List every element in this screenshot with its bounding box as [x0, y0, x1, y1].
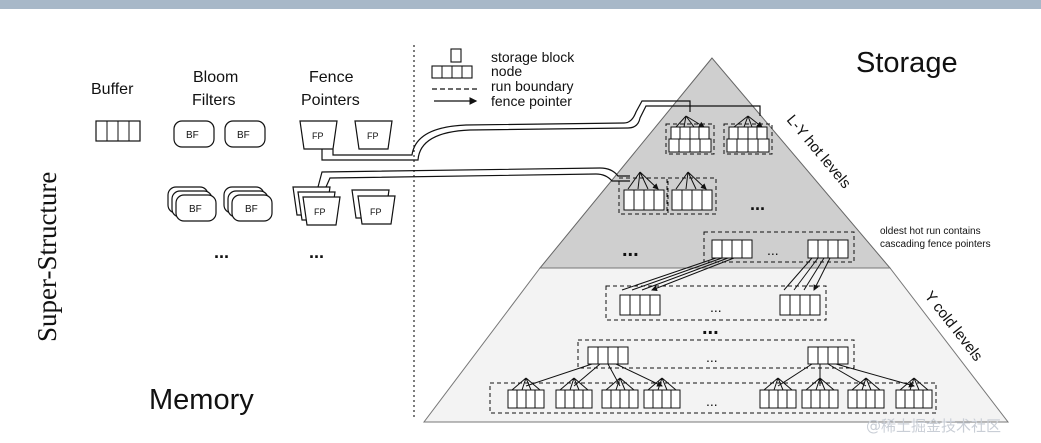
- fence-pointers-label-1: Fence: [309, 69, 354, 86]
- bloom-ellipsis: ...: [214, 242, 229, 262]
- bloom-filter-stack: BF: [167, 186, 217, 222]
- storage-block-row: [668, 138, 712, 153]
- legend-storage-block-symbol: [450, 48, 462, 63]
- cold-level-2: ...: [577, 339, 855, 369]
- run-boundary: [605, 285, 827, 321]
- storage-block-row: [779, 294, 821, 316]
- svg-text:FP: FP: [370, 207, 382, 217]
- super-structure-label: Super-Structure: [32, 172, 62, 342]
- memory-label: Memory: [149, 384, 254, 416]
- node: [807, 346, 849, 365]
- svg-text:...: ...: [622, 239, 639, 261]
- legend-storage-block: storage block: [491, 49, 575, 65]
- cascading-pointers: [621, 257, 735, 290]
- hot-level-2: ...: [618, 171, 765, 215]
- cold-level-3: ...: [489, 377, 937, 414]
- storage-block-row: [507, 389, 545, 409]
- cascading-pointers: [783, 257, 831, 290]
- storage-block-row: [623, 189, 665, 211]
- node: [728, 126, 768, 140]
- fence-pointer-stack: FP: [292, 186, 341, 226]
- bloom-filters-label-2: Filters: [192, 92, 236, 109]
- bloom-filter: BF: [224, 120, 266, 148]
- svg-text:BF: BF: [245, 204, 258, 215]
- svg-text:...: ...: [706, 393, 718, 409]
- hot-level-3: ... ...: [622, 231, 855, 263]
- fence-link-top: [321, 105, 761, 161]
- fence-link-top-2: [332, 100, 691, 156]
- storage-block-row: [801, 389, 839, 409]
- storage-block-row: [895, 389, 933, 409]
- fence-link-mid-2: [325, 173, 630, 188]
- node: [711, 239, 753, 259]
- hot-level-1: [665, 115, 773, 155]
- storage-label: Storage: [856, 47, 958, 79]
- fence-ellipsis: ...: [309, 242, 324, 262]
- legend-fence-pointer: fence pointer: [491, 93, 572, 109]
- fence-pointer-stack: FP: [351, 189, 396, 225]
- storage-block-row: [643, 389, 681, 409]
- svg-text:FP: FP: [367, 131, 379, 141]
- legend-run-boundary: run boundary: [491, 78, 574, 94]
- bloom-filters-label-1: Bloom: [193, 69, 238, 86]
- fence-pointers-label-2: Pointers: [301, 92, 360, 109]
- run-boundary: [665, 123, 715, 155]
- svg-text:BF: BF: [189, 204, 202, 215]
- cold-ellipsis: ...: [702, 317, 719, 339]
- storage-block-row: [619, 294, 661, 316]
- fence-pointer-block: FP: [354, 120, 393, 150]
- window-top-bar: [0, 0, 1041, 9]
- buffer-label: Buffer: [91, 81, 134, 98]
- svg-text:FP: FP: [314, 207, 326, 217]
- cold-pointers: [525, 363, 662, 386]
- storage-block-row: [759, 389, 797, 409]
- run-boundary: [723, 123, 773, 155]
- storage-block-row: [671, 189, 713, 211]
- svg-text:BF: BF: [186, 130, 199, 141]
- storage-block-row: [555, 389, 593, 409]
- svg-text:...: ...: [767, 242, 779, 258]
- svg-text:...: ...: [710, 299, 722, 315]
- legend-node-symbol: [431, 65, 473, 79]
- buffer-block: [95, 120, 141, 142]
- node: [807, 239, 849, 259]
- run-boundary: [703, 231, 855, 263]
- legend: storage block node run boundary fence po…: [431, 48, 575, 109]
- storage-block-row: [726, 138, 770, 153]
- oldest-hot-run-note-1: oldest hot run contains: [880, 226, 981, 237]
- svg-text:FP: FP: [312, 131, 324, 141]
- storage-block-row: [601, 389, 639, 409]
- bloom-filter-stack: BF: [223, 186, 273, 222]
- svg-text:BF: BF: [237, 130, 250, 141]
- fence-link-mid: [317, 167, 630, 188]
- cold-pointers: [777, 363, 914, 386]
- legend-node: node: [491, 63, 522, 79]
- storage-block-row: [847, 389, 885, 409]
- fence-pointer-block: FP: [299, 120, 338, 150]
- node: [587, 346, 629, 365]
- run-boundary: [667, 177, 717, 215]
- run-boundary: [577, 339, 855, 369]
- watermark: @稀土掘金技术社区: [866, 417, 1001, 435]
- oldest-hot-run-note-2: cascading fence pointers: [880, 239, 991, 250]
- node: [670, 126, 710, 140]
- svg-text:...: ...: [750, 194, 765, 214]
- cold-level-1: ...: [605, 285, 827, 321]
- svg-text:...: ...: [706, 349, 718, 365]
- bloom-filter: BF: [173, 120, 215, 148]
